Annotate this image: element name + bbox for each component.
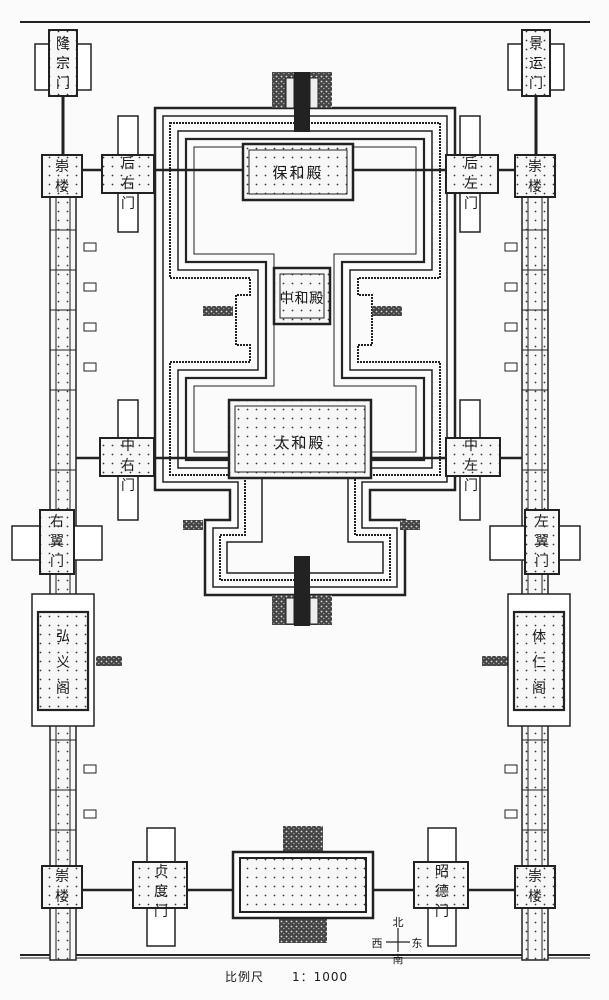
zhongyoumen-label: 中右门 [121,438,135,494]
corridor-bays [50,229,548,831]
taihedian-label: 太和殿 [274,434,326,452]
pavilions [31,593,571,727]
zhaodemen-label: 昭德门 [435,864,449,920]
zuoyimen-label: 左翼门 [535,514,549,570]
stairs [96,72,508,943]
houyoumen-label: 后右门 [121,156,135,212]
tower-nw-label: 崇楼 [55,159,69,195]
compass-west: 西 [371,937,383,950]
tower-se-label: 崇楼 [528,869,542,905]
taihedian-hall [227,398,373,480]
taihemen-gate [231,850,375,920]
wing-gates [11,509,581,575]
baohedian-label: 保和殿 [272,164,324,182]
zhonghedian-label: 中和殿 [279,291,325,307]
baohedian-hall [241,142,355,202]
longzongmen-gate [34,29,92,97]
tower-ne-label: 崇楼 [528,159,542,195]
hongyige-label: 弘义阁 [56,629,70,697]
zhonghedian-hall [272,266,332,326]
side-gates [99,115,501,521]
longzongmen-label: 隆宗门 [56,36,70,92]
side-rooms [83,242,518,819]
jingyunmen-label: 景运门 [529,36,543,92]
tower-sw-label: 崇楼 [55,869,69,905]
three-tier-terrace [153,106,457,597]
zhongzuomen-label: 中左门 [464,438,478,494]
jingyunmen-gate [507,29,565,97]
compass-south: 南 [392,953,404,966]
compass-north: 北 [392,916,404,929]
zhendumen-label: 贞度门 [154,864,168,920]
scale-ratio: 1：1000 [292,970,349,984]
youyimen-label: 右翼门 [50,514,64,570]
compass-east: 东 [411,937,423,950]
scale-label: 比例尺 [225,970,265,984]
corner-towers [41,154,556,909]
south-side-gates [132,827,469,947]
compass-cross [386,928,410,952]
houzuomen-label: 后左门 [464,156,478,212]
tirenge-label: 体仁阁 [532,629,546,697]
